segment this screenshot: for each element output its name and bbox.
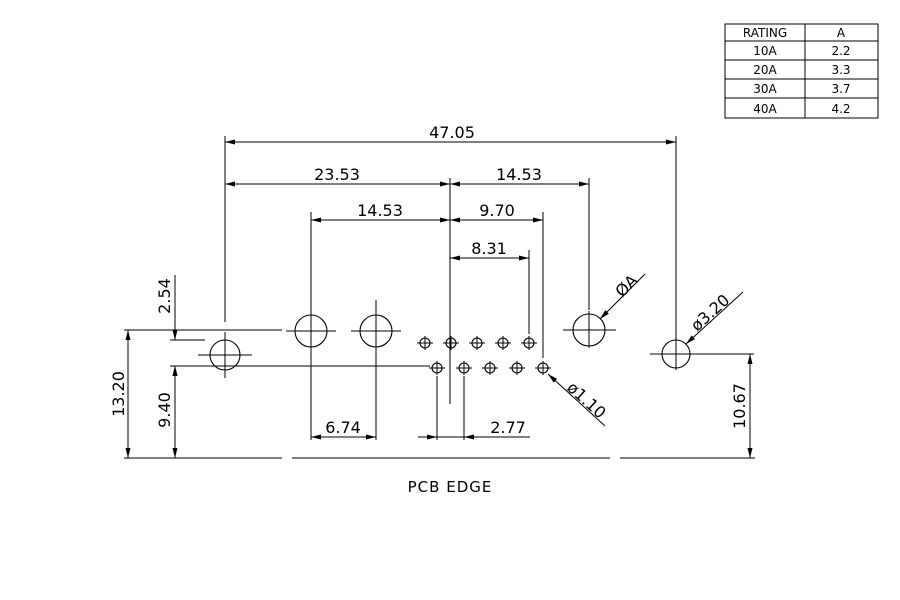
vertical-dimensions: 13.20 2.54 9.40 10.67 (109, 275, 753, 458)
table-cell: 2.2 (831, 44, 850, 58)
table-cell: 30A (753, 82, 777, 96)
callout-hole-320: ø3.20 (687, 290, 733, 335)
callout-pin-110: ø1.10 (563, 378, 609, 423)
extension-lines (124, 136, 677, 440)
callouts: ØA ø3.20 ø1.10 (547, 271, 744, 427)
table-header-a: A (837, 26, 846, 40)
dim-left-pair-width: 14.53 (357, 201, 403, 220)
dim-center-to-last-pin: 9.70 (479, 201, 515, 220)
table-cell: 10A (753, 44, 777, 58)
dim-pin-pitch: 2.77 (490, 418, 526, 437)
rating-table: RATING A 10A 2.2 20A 3.3 30A 3.7 40A 4.2 (724, 23, 879, 119)
table-cell: 40A (753, 102, 777, 116)
rating-table-border (724, 23, 879, 119)
dim-height-right-hole: 10.67 (730, 383, 749, 429)
dim-height-total: 13.20 (109, 371, 128, 417)
dim-center-to-row-pin: 8.31 (471, 239, 507, 258)
table-cell: 3.7 (831, 82, 850, 96)
dim-height-top-hole: 2.54 (155, 278, 174, 314)
dim-height-bottom: 9.40 (155, 392, 174, 428)
mounting-holes (198, 311, 754, 378)
table-cell: 3.3 (831, 63, 850, 77)
pin-holes (417, 336, 551, 375)
table-cell: 4.2 (831, 102, 850, 116)
dim-overall-width: 47.05 (429, 123, 475, 142)
dim-left-to-center: 23.53 (314, 165, 360, 184)
callout-hole-a: ØA (611, 271, 641, 301)
dim-center-to-right-hole: 14.53 (496, 165, 542, 184)
pcb-edge-label: PCB EDGE (408, 478, 493, 496)
table-cell: 20A (753, 63, 777, 77)
dim-hole-spacing: 6.74 (325, 418, 361, 437)
table-header-rating: RATING (743, 26, 787, 40)
horizontal-dimensions: 47.05 23.53 14.53 14.53 9.70 8.31 6.74 2… (225, 123, 676, 440)
